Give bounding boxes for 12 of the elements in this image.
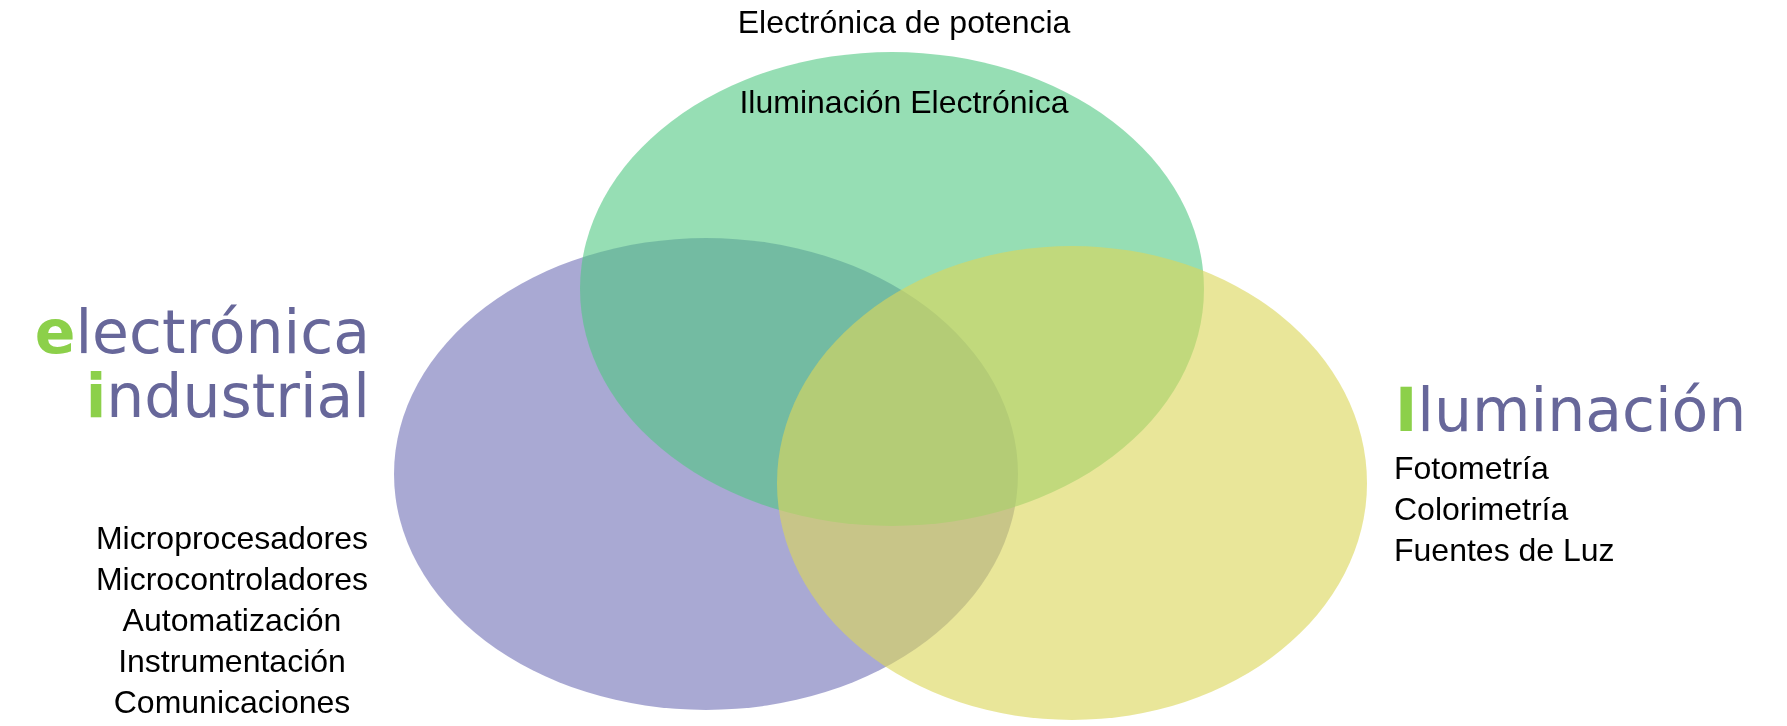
topic-text: Microprocesadores: [95, 520, 369, 556]
circle-title: Electrónica de potencia: [737, 4, 1071, 40]
topic-text: Automatización: [122, 602, 342, 638]
topic-text: Fotometría: [1394, 450, 1549, 486]
circle-title: electrónica industrial: [34, 300, 370, 428]
topic-text: Microcontroladores: [95, 561, 369, 597]
topic-text: Iluminación Electrónica: [739, 84, 1069, 120]
topic-text: Fuentes de Luz: [1394, 532, 1615, 568]
topic-text: Colorimetría: [1394, 491, 1569, 527]
topic-text: Instrumentación: [118, 643, 346, 679]
topic-text: Comunicaciones: [113, 684, 351, 720]
circle-title: Iluminación: [1395, 378, 1747, 442]
